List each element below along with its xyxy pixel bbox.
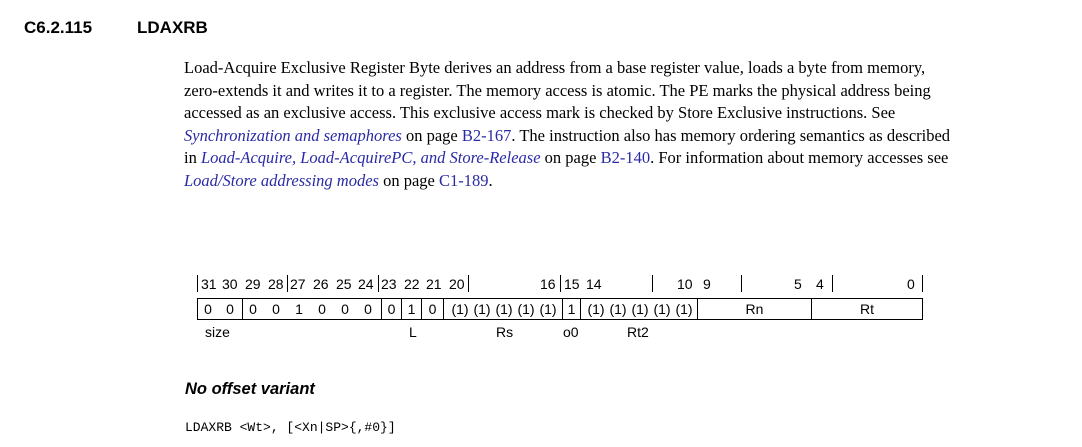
description-text: . The instruction also has memory orderi… — [511, 125, 951, 145]
field-divider — [811, 299, 812, 319]
bit-number: 31 — [201, 276, 217, 292]
bit-number: 26 — [313, 276, 329, 292]
bit-number: 0 — [907, 276, 915, 292]
bit-cell: 1 — [295, 301, 303, 317]
page-ref-prefix: on page — [540, 148, 601, 167]
description-text: in — [184, 148, 201, 167]
bit-number: 29 — [245, 276, 261, 292]
bit-tick — [287, 275, 288, 292]
description-text: . — [488, 170, 493, 190]
bit-cell: 1 — [567, 301, 576, 317]
field-divider — [580, 299, 581, 319]
bit-number: 22 — [404, 276, 420, 292]
section-title: LDAXRB — [137, 18, 208, 37]
bit-number: 14 — [586, 276, 602, 292]
bit-cell: (1) — [609, 301, 627, 317]
link-synchronization-semaphores[interactable]: Synchronization and semaphores — [184, 125, 402, 145]
bit-number: 21 — [426, 276, 442, 292]
bit-cell: (1) — [587, 301, 605, 317]
bit-cell: 0 — [249, 301, 257, 317]
bit-cell: 0 — [272, 301, 280, 317]
bit-cell: (1) — [495, 301, 513, 317]
bit-cell: (1) — [539, 301, 557, 317]
bit-cell: 0 — [226, 301, 234, 317]
bit-number: 16 — [540, 276, 556, 292]
description-text: . For information about memory accesses … — [650, 148, 949, 167]
link-page-b2-167[interactable]: B2-167 — [461, 125, 512, 145]
field-divider — [421, 299, 422, 319]
bit-tick — [560, 275, 561, 292]
section-number: C6.2.115 — [24, 18, 93, 37]
encoding-row: 0 0 0 0 1 0 0 0 0 1 0 (1) (1) (1) (1) (1… — [197, 298, 923, 320]
bit-cell: 0 — [318, 301, 326, 317]
bit-number: 23 — [381, 276, 397, 292]
bit-number: 30 — [222, 276, 238, 292]
field-divider — [443, 299, 444, 319]
field-label-size: size — [205, 324, 230, 340]
bit-number: 27 — [290, 276, 306, 292]
bit-number: 9 — [703, 276, 711, 292]
bit-cell: 0 — [341, 301, 349, 317]
bit-cell: (1) — [473, 301, 491, 317]
encoding-diagram: 31 30 29 28 27 26 25 24 23 22 21 20 16 1… — [197, 275, 923, 340]
field-divider — [242, 299, 243, 319]
bit-number: 25 — [336, 276, 352, 292]
bit-tick — [652, 275, 653, 292]
field-divider — [401, 299, 402, 319]
link-load-acquire-store-release[interactable]: Load-Acquire, Load-AcquirePC, and Store-… — [200, 148, 541, 167]
page-ref-prefix: on page — [401, 125, 462, 145]
field-rt: Rt — [860, 301, 874, 317]
bit-cell: (1) — [653, 301, 671, 317]
bit-tick — [741, 275, 742, 292]
variant-heading: No offset variant — [185, 380, 315, 398]
bit-cell: 0 — [387, 301, 396, 317]
bit-number: 15 — [564, 276, 580, 292]
bit-number: 5 — [794, 276, 802, 292]
bit-cell: (1) — [675, 301, 693, 317]
bit-number: 20 — [449, 276, 465, 292]
bit-tick — [832, 275, 833, 292]
bit-tick — [922, 275, 923, 292]
assembler-syntax: LDAXRB <Wt>, [<Xn|SP>{,#0}] — [185, 420, 396, 435]
description-line: accessed as an exclusive access. This ex… — [184, 103, 896, 122]
field-label-rt2: Rt2 — [627, 324, 649, 340]
bit-number: 4 — [816, 276, 824, 292]
bit-tick — [197, 275, 198, 292]
page-ref-prefix: on page — [378, 170, 439, 190]
bit-cell: (1) — [631, 301, 649, 317]
field-label-rs: Rs — [496, 324, 514, 340]
field-label-l: L — [409, 324, 417, 340]
field-label-o0: o0 — [563, 324, 579, 340]
field-divider — [381, 299, 382, 319]
field-rn: Rn — [745, 301, 764, 317]
bit-cell: (1) — [451, 301, 469, 317]
description-line: Load-Acquire Exclusive Register Byte der… — [184, 58, 926, 77]
bit-cell: 0 — [364, 301, 372, 317]
bit-number: 28 — [268, 276, 284, 292]
bit-cell: 1 — [407, 301, 416, 317]
link-page-b2-140[interactable]: B2-140 — [600, 148, 651, 167]
bit-number: 24 — [358, 276, 374, 292]
description-paragraph: Load-Acquire Exclusive Register Byte der… — [184, 57, 1054, 192]
link-page-c1-189[interactable]: C1-189 — [438, 170, 489, 190]
link-load-store-addressing-modes[interactable]: Load/Store addressing modes — [184, 170, 379, 190]
bit-number: 10 — [677, 276, 693, 292]
bit-tick — [468, 275, 469, 292]
bit-cell: 0 — [428, 301, 437, 317]
field-divider — [697, 299, 698, 319]
field-divider — [562, 299, 563, 319]
bit-tick — [378, 275, 379, 292]
bit-cell: (1) — [517, 301, 535, 317]
bit-cell: 0 — [204, 301, 212, 317]
description-line: zero-extends it and writes it to a regis… — [184, 80, 931, 100]
